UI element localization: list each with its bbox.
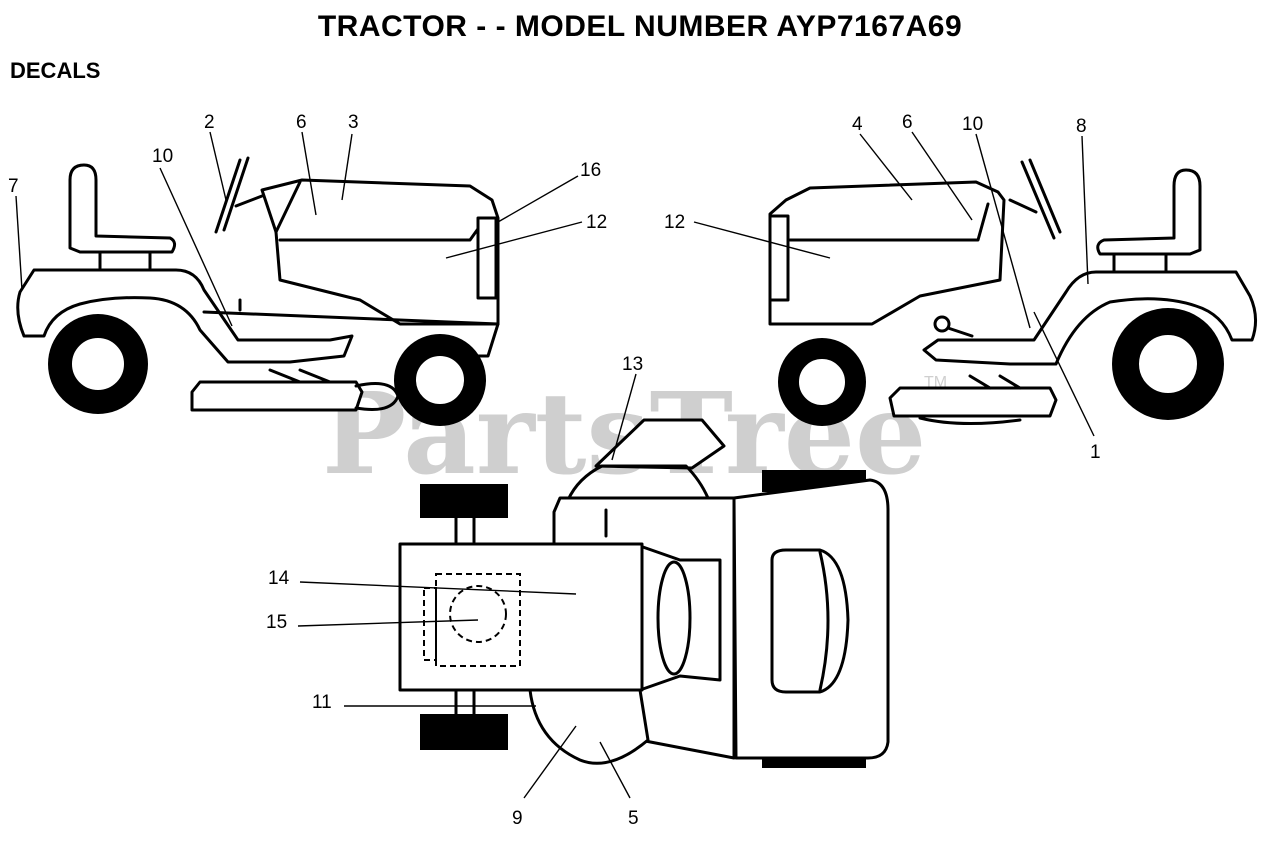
callout-label: 11: [312, 692, 332, 713]
callout-label: 13: [622, 354, 643, 375]
callout-label: 12: [586, 212, 607, 233]
tractor-right-side-view: [768, 158, 1257, 426]
callout-label: 12: [664, 212, 685, 233]
callout-label: 6: [902, 112, 913, 133]
callout-label: 15: [266, 612, 287, 633]
callout-label: 6: [296, 112, 307, 133]
page-title: TRACTOR - - MODEL NUMBER AYP7167A69: [317, 10, 963, 43]
callout-label: 5: [628, 808, 639, 829]
callout-label: 10: [962, 114, 983, 135]
tractor-left-side-view: [16, 156, 500, 426]
callout-label: 14: [268, 568, 290, 589]
callout-label: 2: [204, 112, 215, 133]
tractor-top-view: [398, 418, 890, 768]
callout-label: 4: [852, 114, 863, 135]
callout-label: 7: [8, 176, 19, 197]
callout-label: 1: [1090, 442, 1101, 463]
callout-label: 3: [348, 112, 359, 133]
front-tire: [420, 714, 508, 750]
front-tire: [420, 484, 508, 518]
callout-label: 10: [152, 146, 173, 167]
callout-label: 9: [512, 808, 523, 829]
callout-label: 8: [1076, 116, 1087, 137]
section-heading: DECALS: [10, 58, 101, 83]
callout-label: 16: [580, 160, 601, 181]
